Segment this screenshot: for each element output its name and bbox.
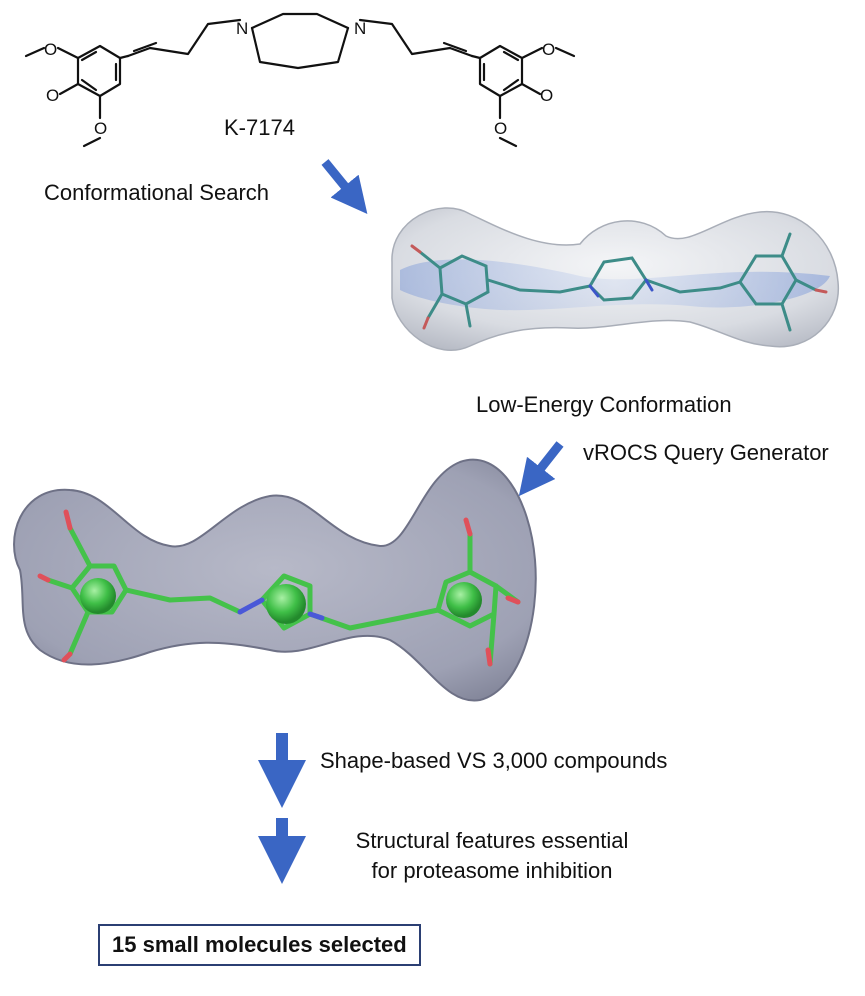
atom-oxygen: O [94, 119, 107, 138]
step-shape-based-vs: Shape-based VS 3,000 compounds [320, 748, 668, 773]
step-structural-features: Structural features essential for protea… [322, 826, 662, 886]
step-structural-features-line1: Structural features essential [355, 828, 629, 853]
atom-nitrogen-right: N [354, 19, 366, 38]
atom-oxygen: O [44, 40, 57, 59]
atom-oxygen: O [46, 86, 59, 105]
step-conformational-search: Conformational Search [44, 180, 270, 205]
result-box: 15 small molecules selected [98, 924, 421, 966]
ring-centroid-sphere [446, 582, 482, 618]
ring-centroid-sphere [266, 584, 306, 624]
compound-name: K-7174 [224, 115, 295, 140]
atom-oxygen: O [494, 119, 507, 138]
atom-oxygen: O [542, 40, 555, 59]
atom-oxygen: O [540, 86, 553, 105]
step-vrocs-query-generator: vROCS Query Generator [583, 440, 829, 465]
arrow-2 [518, 441, 564, 497]
atom-nitrogen-left: N [236, 19, 248, 38]
step-low-energy-conformation: Low-Energy Conformation [476, 392, 732, 417]
arrow-1 [321, 159, 368, 214]
ring-centroid-sphere [80, 578, 116, 614]
step-structural-features-line2: for proteasome inhibition [371, 858, 613, 883]
